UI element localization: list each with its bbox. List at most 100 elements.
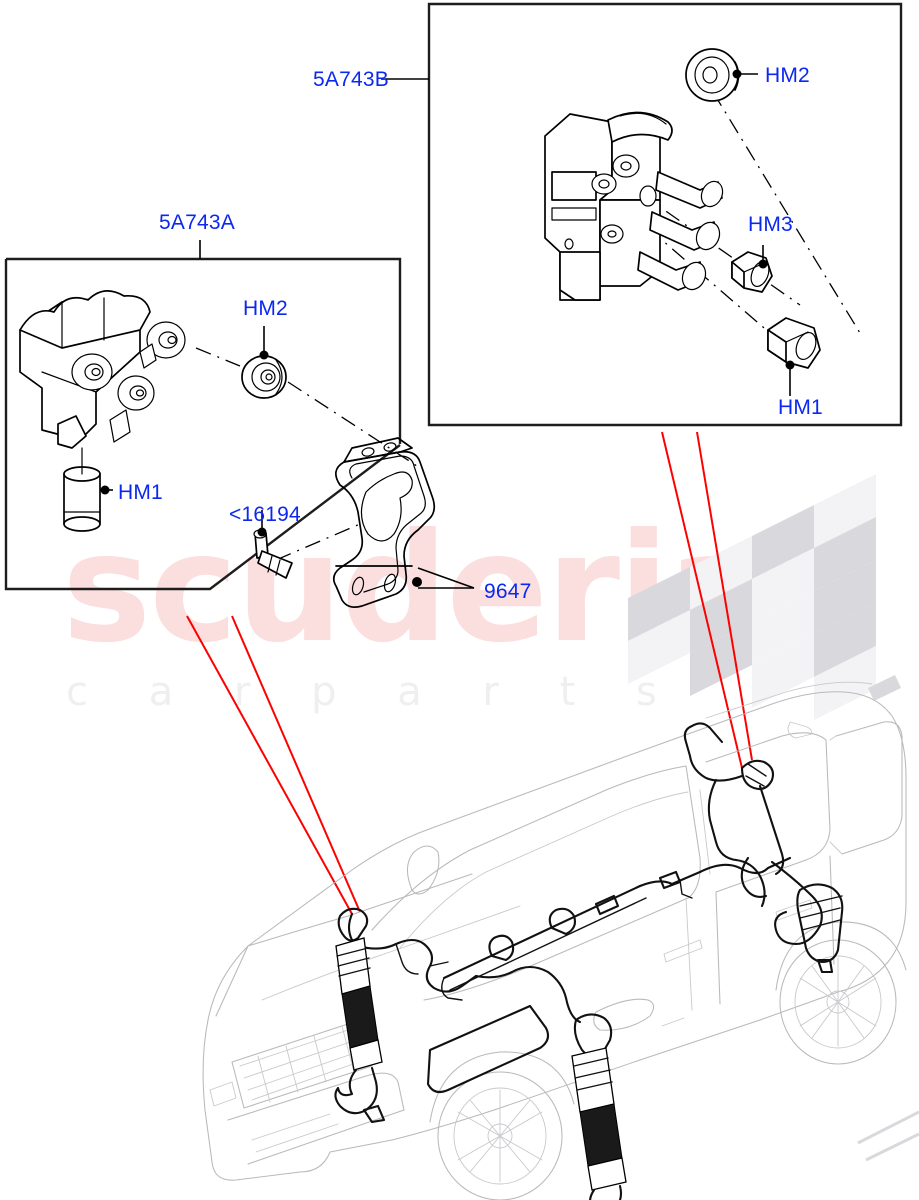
boss-b-1 [612,154,640,178]
panel-5a743b-label: 5A743B [313,68,389,91]
vehicle-illustration [202,681,907,1200]
hm1-b-label: HM1 [778,396,823,419]
fr-strut-rings [573,1057,613,1091]
hm2-a-dot [259,350,269,360]
assembly-axis-b-2 [639,192,801,306]
rear-hub [826,990,850,1014]
windshield-top [371,765,687,931]
car-front-lower2 [299,1151,331,1173]
vehicle-valve-detail [745,763,767,787]
hm2-grommet-b [685,48,740,102]
grille-mesh [239,1023,371,1103]
bolt-16194: <16194 [229,503,301,579]
hood-edge [247,873,473,947]
rear-spring-rings [799,895,843,931]
main-pipe-inner [449,897,647,991]
mirror-arm [661,1017,685,1027]
valve-down-line [758,784,785,876]
headlight-left [209,1081,237,1107]
front-tyre [437,1071,563,1200]
fr-strut-fork [589,1184,623,1200]
valve-body-a-top [19,290,151,349]
hm1-a-bottom [63,516,101,532]
a-pillar [685,765,701,899]
air-suspension-lines [347,722,844,1094]
grille [231,1019,373,1109]
bracket-hole-top-1 [361,447,375,457]
hm3-dot [758,259,768,269]
bracket-9647: 9647 [332,437,532,608]
hm1-a-dot [100,485,110,495]
front-right-strut [571,1013,627,1200]
valve-ports-b [591,154,724,291]
bracket-hole-top-2 [383,442,397,452]
callout-line-left-1 [186,615,353,915]
port-a-1-hole [91,367,101,377]
front-wheel [429,1051,575,1200]
bracket-leader-a [417,567,475,589]
rear-rim [794,955,882,1049]
panel-5a743a-label: 5A743A [159,211,235,234]
port-a-1-in [84,363,104,381]
bolt-label: <16194 [229,503,301,526]
boss-b-2-hole [598,179,610,189]
rear-arch [775,921,907,991]
a-pillar-2 [699,789,711,875]
cowl-line [423,897,689,1001]
windshield-inner [399,791,689,949]
valve-eye-b [564,238,574,250]
rear-spring-body [796,883,844,964]
main-pipe-mid [698,856,792,875]
port-a-3-neck [139,343,157,369]
loop-small [740,856,768,898]
hm2-b-dot [732,69,742,79]
boss-b-2 [591,173,617,195]
port-a-4 [109,409,131,443]
hm1-a-label: HM1 [118,481,163,504]
port-a-2-hole [135,389,145,397]
valve-block-b: HM2 HM3 HM1 [544,48,861,419]
valve-line-up [683,724,744,782]
bracket-label: 9647 [484,580,532,603]
bolt-dot [257,527,267,537]
hm2-grommet-b-inner [694,56,730,94]
boss-b-4-hole [607,230,617,238]
hm1-b-edge [785,331,809,343]
valve-block-a: HM1 HM2 [19,290,421,561]
hm2-a-mid [251,362,281,392]
port-a-3-hole [167,335,177,345]
bolt-thread [267,555,281,576]
port-b-2-end [695,221,721,251]
hm2-a-hole [265,373,273,381]
hm1-cylinder-a [63,447,101,532]
callout-line-right-1 [661,431,743,769]
pipe-clip-2 [548,907,577,936]
door-gap [685,897,693,1011]
roof-rail [787,721,813,739]
boss-b-4 [600,224,624,244]
callout-line-right-2 [696,431,753,761]
fl-strut-foot [362,1104,386,1124]
hm2-a-inner [260,369,276,385]
bumper-vent [251,1113,339,1153]
fl-strut-rings [336,947,371,977]
panel-5a743b: 5A743B [313,2,903,427]
assembly-axis-a-2 [287,381,421,469]
front-left-strut [334,907,386,1124]
front-door-window [705,732,831,893]
port-b-3-end [681,261,707,291]
pipe-clip-3 [594,894,620,916]
fr-harness-run [474,965,582,1024]
boss-b-1-hole [620,161,632,171]
fl-branch-2 [429,961,449,967]
hm3-label: HM3 [748,213,793,236]
rear-spring-foot [816,958,834,974]
panel-5a743a: 5A743A [4,211,402,591]
fender-line [215,945,249,1017]
hm1-b-bore [795,331,817,361]
b-pillar [829,735,843,855]
bracket-slot-2 [383,573,397,593]
air-tank [426,1004,550,1094]
